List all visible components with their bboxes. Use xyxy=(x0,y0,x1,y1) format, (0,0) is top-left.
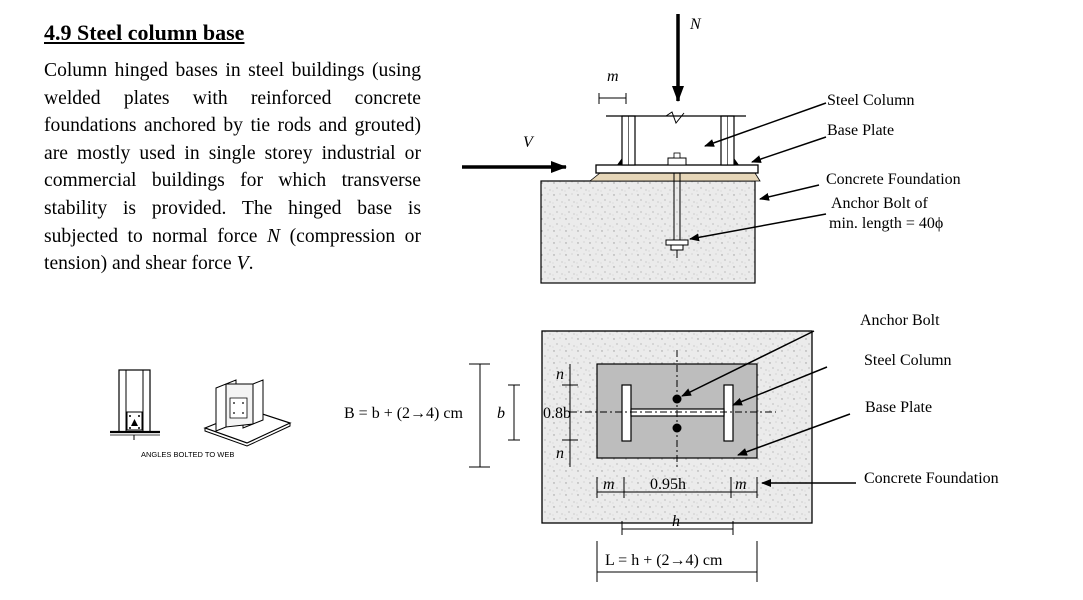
elevation-view: m N V Steel Column Base Plate Concrete F… xyxy=(462,14,961,284)
symbol-v: V xyxy=(236,253,249,275)
paragraph-text-3: . xyxy=(248,253,254,275)
label-anchor-bolt-line1: Anchor Bolt of xyxy=(831,195,929,212)
dim-L-formula: L = h + (2→4) cm xyxy=(605,552,723,569)
dim-n-bottom: n xyxy=(556,445,564,462)
label-concrete-foundation-top: Concrete Foundation xyxy=(826,171,961,188)
column-iso-sketch xyxy=(203,379,292,447)
dim-n-top: n xyxy=(556,366,564,383)
label-steel-column-plan: Steel Column xyxy=(864,352,952,369)
dim-m-left: m xyxy=(603,476,615,493)
dim-b: b xyxy=(497,405,505,422)
dim-095h: 0.95h xyxy=(650,476,686,493)
column-front-sketch xyxy=(110,369,160,440)
small-figure: ANGLES BOLTED TO WEB xyxy=(110,369,292,459)
section-title: 4.9 Steel column base xyxy=(44,20,245,45)
label-base-plate-plan: Base Plate xyxy=(865,399,932,416)
description-paragraph: Column hinged bases in steel buildings (… xyxy=(44,57,421,278)
label-concrete-foundation-plan: Concrete Foundation xyxy=(864,470,999,487)
plan-anchor-bolt-2 xyxy=(672,423,682,433)
dim-08b: 0.8b xyxy=(543,405,571,422)
symbol-n: N xyxy=(267,225,281,247)
force-v-label: V xyxy=(523,134,535,151)
label-anchor-bolt-line2: min. length = 40ϕ xyxy=(829,215,943,232)
paragraph-text-2: (compression or tension) and shear force xyxy=(44,225,421,275)
label-steel-column-top: Steel Column xyxy=(827,92,915,109)
dim-B-formula: B = b + (2→4) cm xyxy=(344,405,463,422)
plan-view: Anchor Bolt Steel Column Base Plate Conc… xyxy=(344,312,999,582)
small-figure-caption: ANGLES BOLTED TO WEB xyxy=(141,450,234,459)
elevation-concrete-foundation xyxy=(540,180,756,284)
dim-m-right: m xyxy=(735,476,747,493)
force-n-label: N xyxy=(689,16,702,33)
plan-anchor-bolt-1 xyxy=(672,394,682,404)
dim-h: h xyxy=(672,513,680,530)
elevation-dim-m: m xyxy=(607,68,619,85)
label-base-plate-top: Base Plate xyxy=(827,122,894,139)
elevation-base-plate xyxy=(595,164,759,174)
anchor-plate xyxy=(665,239,689,246)
label-anchor-bolt-plan: Anchor Bolt xyxy=(860,312,940,329)
paragraph-text-1: Column hinged bases in steel buildings (… xyxy=(44,60,421,247)
grout-layer xyxy=(588,172,761,182)
